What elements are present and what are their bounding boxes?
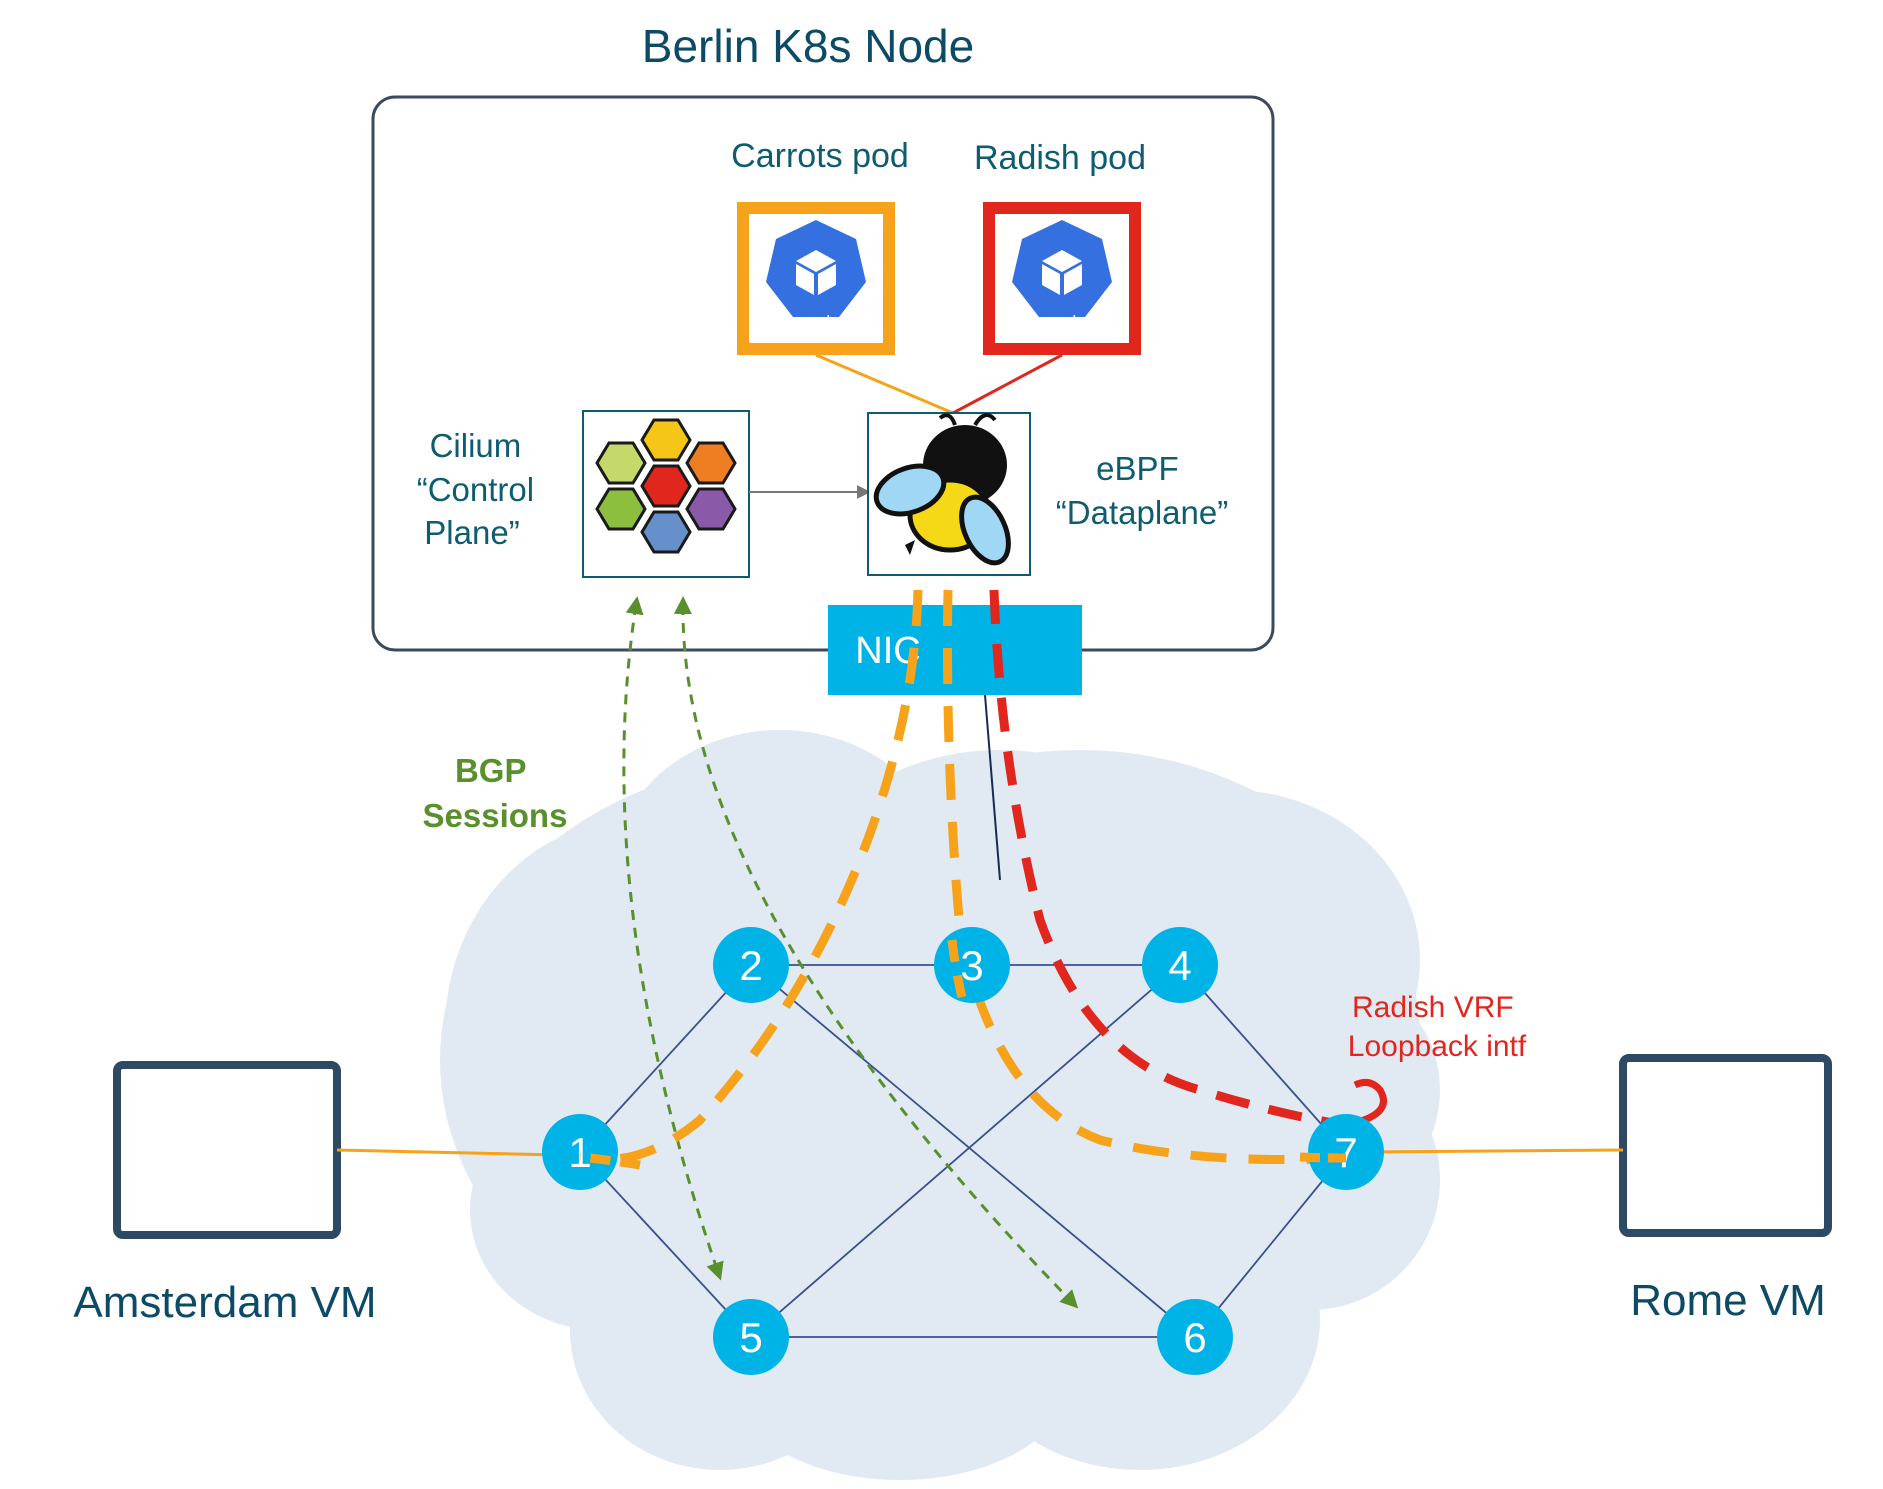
router-2[interactable]: 2 [713, 927, 789, 1003]
carrots-overlay-router7 [1299, 1152, 1347, 1163]
radish-pod-label: Radish pod [974, 139, 1146, 177]
router-4-label: 4 [1168, 942, 1191, 989]
radish-ebpf-link [952, 353, 1063, 415]
carrots-path-to-router1 [579, 589, 923, 1165]
rome-vm-label: Rome VM [1630, 1276, 1826, 1325]
bgp-label-line1: BGP [455, 752, 526, 789]
routers: 1 2 3 4 5 6 7 [542, 927, 1384, 1375]
cilium-hexagon-icon [595, 418, 737, 554]
carrots-pod[interactable]: pod [737, 202, 895, 355]
router-4[interactable]: 4 [1142, 927, 1218, 1003]
berlin-node-box [371, 95, 1275, 652]
cilium-label: Cilium “Control Plane” [417, 427, 544, 551]
pod-text: pod [1048, 312, 1076, 331]
radish-loopback-icon [1345, 1078, 1387, 1129]
carrots-ebpf-link [815, 353, 954, 415]
cilium-box[interactable] [582, 410, 750, 578]
carrots-pod-label: Carrots pod [731, 137, 909, 175]
cube-icon [796, 250, 836, 295]
radish-path-to-router7 [989, 589, 1347, 1130]
cube-icon [1042, 250, 1082, 295]
nic-box[interactable]: NIC [828, 605, 1082, 695]
carrots-overlay-router3 [947, 939, 970, 1012]
router-1-label: 1 [568, 1129, 591, 1176]
carrots-overlay-router1 [579, 1152, 641, 1170]
network-cloud [440, 730, 1440, 1480]
bgp-label-line2: Sessions [423, 797, 568, 834]
ebpf-label-line1: eBPF [1096, 450, 1179, 487]
rome-vm-box[interactable] [1619, 1054, 1832, 1237]
ebpf-box[interactable] [867, 412, 1031, 576]
amsterdam-router1-link [336, 1148, 561, 1157]
ebpf-label: eBPF “Dataplane” [1056, 450, 1228, 531]
ebpf-bee-icon [873, 413, 1011, 566]
router-1[interactable]: 1 [542, 1114, 618, 1190]
router-7-label: 7 [1334, 1129, 1357, 1176]
router-6[interactable]: 6 [1157, 1299, 1233, 1375]
router-3-label: 3 [960, 942, 983, 989]
vrf-label-line2: Loopback intf [1348, 1030, 1527, 1063]
berlin-node-title: Berlin K8s Node [642, 20, 974, 72]
bgp-label: BGP Sessions [423, 752, 568, 834]
cilium-label-line2: “Control [417, 471, 534, 508]
router-5-label: 5 [739, 1314, 762, 1361]
cilium-label-line3: Plane” [424, 514, 519, 551]
carrots-path-to-router7 [943, 589, 1347, 1164]
router-6-label: 6 [1183, 1314, 1206, 1361]
radish-pod[interactable]: pod [983, 202, 1141, 355]
bgp-session-to-router5 [622, 596, 724, 1281]
router-2-label: 2 [739, 942, 762, 989]
router-3[interactable]: 3 [934, 927, 1010, 1003]
amsterdam-vm-label: Amsterdam VM [73, 1278, 376, 1327]
vrf-label-line1: Radish VRF [1352, 991, 1514, 1024]
cilium-label-line1: Cilium [430, 427, 522, 464]
ebpf-label-line2: “Dataplane” [1056, 494, 1228, 531]
pod-text: pod [802, 312, 830, 331]
router7-rome-link [1369, 1148, 1624, 1154]
amsterdam-vm-box[interactable] [113, 1061, 341, 1239]
router-5[interactable]: 5 [713, 1299, 789, 1375]
router-7[interactable]: 7 [1308, 1114, 1384, 1190]
vrf-label: Radish VRF Loopback intf [1348, 991, 1527, 1063]
